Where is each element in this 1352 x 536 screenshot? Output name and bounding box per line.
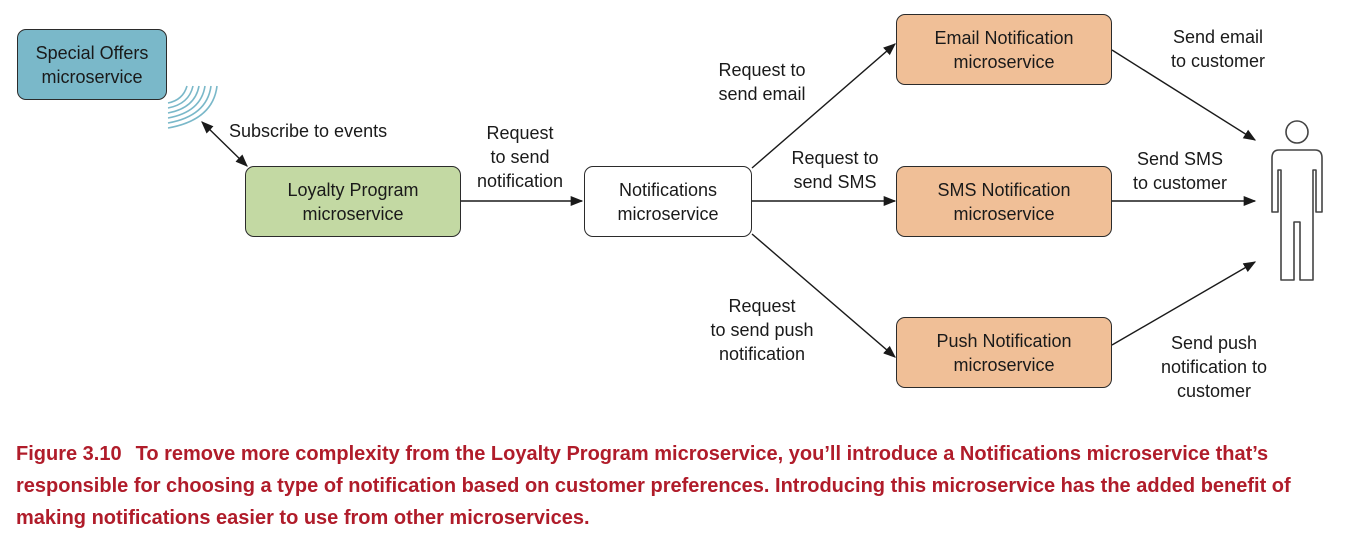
arrow-subscribe xyxy=(201,121,248,167)
push-notification-node: Push Notification microservice xyxy=(896,317,1112,388)
label-request-sms: Request to send SMS xyxy=(791,148,879,192)
arrow-request-push xyxy=(751,233,896,358)
label-request-notification: Request to send notification xyxy=(476,123,564,191)
notifications-node: Notifications microservice xyxy=(584,166,752,237)
label-request-push: Request to send push notification xyxy=(710,296,814,364)
label-send-push: Send push notification to customer xyxy=(1160,333,1268,401)
label-subscribe: Subscribe to events xyxy=(229,121,388,141)
figure-caption-text: To remove more complexity from the Loyal… xyxy=(16,443,1291,529)
special-offers-node: Special Offers microservice xyxy=(17,29,167,100)
customer-icon xyxy=(1271,120,1323,281)
label-send-email: Send email to customer xyxy=(1170,27,1266,71)
arrow-request-email xyxy=(751,43,896,169)
figure-number: Figure 3.10 xyxy=(16,443,122,465)
loyalty-program-node: Loyalty Program microservice xyxy=(245,166,461,237)
sms-notification-node: SMS Notification microservice xyxy=(896,166,1112,237)
broadcast-waves-icon xyxy=(167,85,218,129)
label-send-sms: Send SMS to customer xyxy=(1132,149,1228,193)
arrow-send-email xyxy=(1111,49,1257,141)
email-notification-node: Email Notification microservice xyxy=(896,14,1112,85)
arrow-send-push xyxy=(1111,261,1257,346)
label-request-email: Request to send email xyxy=(718,60,806,104)
diagram-connectors xyxy=(167,43,1323,358)
